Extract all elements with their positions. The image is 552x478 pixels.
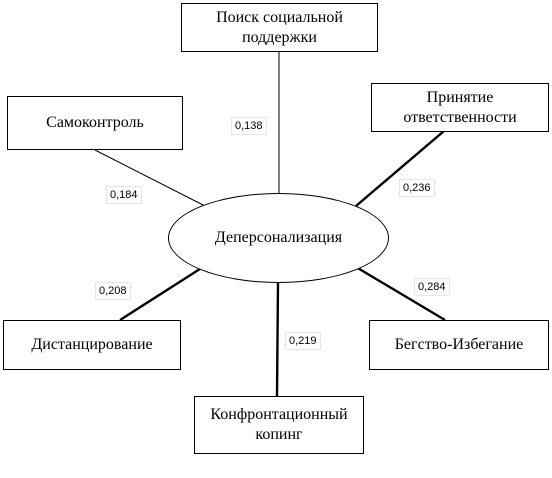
node-social-support: Поиск социальной поддержки <box>181 3 378 52</box>
node-confrontation: Конфронтационный копинг <box>194 396 364 454</box>
coef-confrontation: 0,219 <box>285 332 321 350</box>
node-social-support-label: Поиск социальной поддержки <box>216 8 343 46</box>
edge-distancing <box>119 265 204 322</box>
node-self-control-label: Самоконтроль <box>46 114 144 131</box>
coef-escape: 0,284 <box>414 278 450 296</box>
node-confrontation-label: Конфронтационный копинг <box>210 406 348 443</box>
coef-social-support: 0,138 <box>231 117 267 135</box>
node-distancing-label: Дистанцирование <box>31 336 153 353</box>
edge-self-control <box>94 149 206 207</box>
coef-distancing: 0,208 <box>95 282 131 300</box>
edge-confrontation <box>275 281 280 397</box>
coef-responsibility: 0,236 <box>399 179 435 197</box>
coef-self-control: 0,184 <box>106 186 142 204</box>
node-escape-label: Бегство-Избегание <box>394 336 524 353</box>
center-node-label: Деперсонализация <box>214 229 343 246</box>
center-node-depersonalization: Деперсонализация <box>168 193 389 283</box>
node-distancing: Дистанцирование <box>3 320 181 370</box>
edge-responsibility <box>355 130 445 207</box>
node-responsibility-label: Принятие ответственности <box>403 88 517 126</box>
node-escape: Бегство-Избегание <box>369 320 549 370</box>
edge-escape <box>355 265 446 322</box>
node-responsibility: Принятие ответственности <box>371 83 549 132</box>
node-self-control: Самоконтроль <box>7 96 183 150</box>
